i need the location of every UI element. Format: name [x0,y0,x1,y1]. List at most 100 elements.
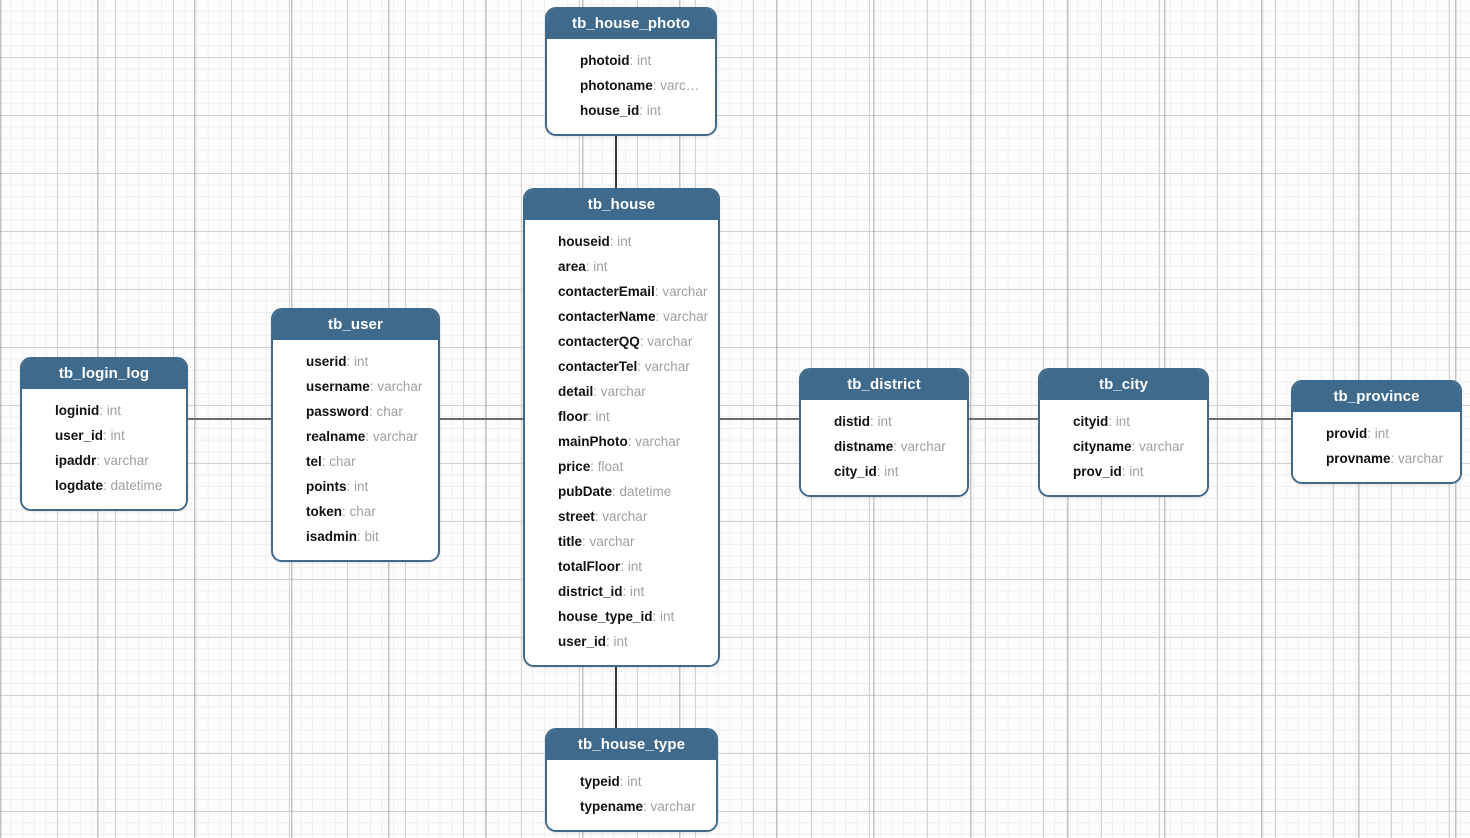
field-name: cityid [1073,414,1109,429]
field-type: varchar [602,509,648,524]
connector-user-to-house [440,418,523,420]
field-type: int [1129,464,1144,479]
field-name: totalFloor [558,559,621,574]
field-row[interactable]: photoname: varc… [547,73,715,98]
field-name: password [306,404,370,419]
field-separator: : [96,453,104,468]
field-type: varchar [635,434,681,449]
field-separator: : [1367,426,1375,441]
field-name: typeid [580,774,620,789]
entity-title-tb_user: tb_user [273,310,438,340]
field-row[interactable]: typename: varchar [547,794,716,819]
field-row[interactable]: detail: varchar [525,379,718,404]
field-row[interactable]: points: int [273,474,438,499]
field-row[interactable]: provname: varchar [1293,446,1460,471]
field-name: detail [558,384,594,399]
field-type: int [627,559,643,574]
field-row[interactable]: realname: varchar [273,424,438,449]
field-row[interactable]: cityid: int [1040,409,1207,434]
field-separator: : [1121,464,1130,479]
field-name: contacterEmail [558,284,655,299]
field-row[interactable]: provid: int [1293,421,1460,446]
field-row[interactable]: user_id: int [22,423,186,448]
field-row[interactable]: street: varchar [525,504,718,529]
field-separator: : [639,103,647,118]
entity-title-tb_login_log: tb_login_log [22,359,186,389]
field-type: varchar [650,799,696,814]
connector-district-to-city [969,418,1038,420]
field-row[interactable]: username: varchar [273,374,438,399]
field-row[interactable]: totalFloor: int [525,554,718,579]
field-name: loginid [55,403,100,418]
field-row[interactable]: typeid: int [547,769,716,794]
field-type: int [630,584,645,599]
field-row[interactable]: prov_id: int [1040,459,1207,484]
field-type: bit [364,529,379,544]
field-row[interactable]: title: varchar [525,529,718,554]
field-row[interactable]: cityname: varchar [1040,434,1207,459]
field-type: int [660,609,675,624]
field-row[interactable]: loginid: int [22,398,186,423]
field-separator: : [893,439,901,454]
field-row[interactable]: logdate: datetime [22,473,186,498]
field-row[interactable]: photoid: int [547,48,715,73]
field-type: char [349,504,376,519]
field-row[interactable]: contacterName: varchar [525,304,718,329]
field-row[interactable]: contacterTel: varchar [525,354,718,379]
field-separator: : [357,529,365,544]
field-type: int [613,634,628,649]
field-row[interactable]: houseid: int [525,229,718,254]
field-row[interactable]: user_id: int [525,629,718,654]
field-row[interactable]: price: float [525,454,718,479]
field-row[interactable]: house_type_id: int [525,604,718,629]
field-row[interactable]: password: char [273,399,438,424]
field-row[interactable]: userid: int [273,349,438,374]
field-row[interactable]: floor: int [525,404,718,429]
field-row[interactable]: district_id: int [525,579,718,604]
field-name: userid [306,354,347,369]
field-row[interactable]: house_id: int [547,98,715,123]
field-name: contacterName [558,309,656,324]
field-separator: : [654,284,663,299]
field-separator: : [99,403,107,418]
field-row[interactable]: contacterQQ: varchar [525,329,718,354]
field-row[interactable]: city_id: int [801,459,967,484]
field-row[interactable]: tel: char [273,449,438,474]
field-name: street [558,509,595,524]
field-separator: : [585,259,594,274]
field-type: int [595,409,610,424]
field-separator: : [346,354,355,369]
field-type: int [106,403,122,418]
field-type: varchar [663,309,709,324]
field-row[interactable]: pubDate: datetime [525,479,718,504]
field-separator: : [655,309,664,324]
field-name: points [306,479,347,494]
field-name: area [558,259,586,274]
field-name: distname [834,439,894,454]
field-separator: : [1108,414,1116,429]
field-row[interactable]: distid: int [801,409,967,434]
field-separator: : [637,359,645,374]
field-separator: : [652,609,661,624]
connector-house-to-district [720,418,799,420]
field-row[interactable]: isadmin: bit [273,524,438,549]
field-type: int [110,428,125,443]
field-row[interactable]: token: char [273,499,438,524]
field-row[interactable]: contacterEmail: varchar [525,279,718,304]
field-row[interactable]: ipaddr: varchar [22,448,186,473]
field-row[interactable]: area: int [525,254,718,279]
field-row[interactable]: distname: varchar [801,434,967,459]
field-separator: : [619,774,628,789]
field-name: token [306,504,343,519]
field-row[interactable]: mainPhoto: varchar [525,429,718,454]
